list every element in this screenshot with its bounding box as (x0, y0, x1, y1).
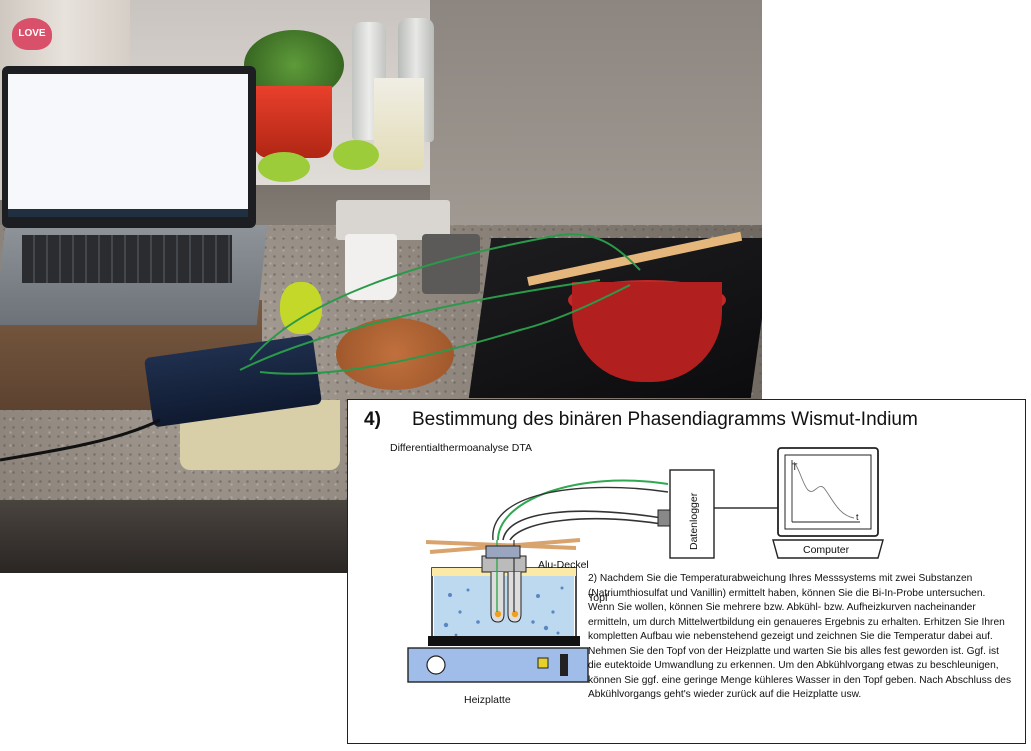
red-flower-pot (254, 86, 332, 158)
red-cooking-pot (572, 282, 722, 382)
white-mug (345, 234, 397, 300)
hotplate-indicator (537, 657, 549, 669)
wire-dark (492, 486, 669, 541)
green-tin (333, 140, 379, 170)
slide-subtitle: Differentialthermoanalyse DTA (390, 442, 533, 454)
drinking-glass (374, 78, 424, 170)
green-tin (258, 152, 310, 182)
laptop-keyboard (22, 235, 232, 283)
datalogger-label: Datenlogger (688, 492, 700, 550)
temperature-curve (793, 461, 855, 519)
hotplate-top (428, 636, 580, 646)
laptop-screen (2, 66, 256, 228)
heizplatte-label: Heizplatte (464, 694, 511, 706)
slide-title: Bestimmung des binären Phasendiagramms W… (412, 409, 918, 430)
instruction-paragraph: 2) Nachdem Sie die Temperaturabweichung … (588, 573, 1012, 700)
thermocouple-wires (0, 233, 641, 462)
datalogger-connector (657, 509, 671, 527)
laptop-taskbar (8, 209, 248, 217)
water-bubbles (443, 586, 564, 637)
axis-t-upper: T (792, 462, 798, 472)
topf-label: Topf (588, 592, 608, 604)
slide-number: 4) (364, 409, 381, 430)
wire-dark (502, 510, 663, 541)
yellow-egg-holder (280, 282, 322, 334)
instruction-slide: 4) Bestimmung des binären Phasendiagramm… (347, 399, 1026, 744)
laptop-display (8, 74, 248, 209)
computer-base (772, 539, 884, 559)
sample-bead (494, 610, 502, 618)
alu-deckel-label: Alu-Deckel (538, 559, 589, 571)
sample-bead (511, 610, 519, 618)
hotplate-switch (560, 654, 568, 676)
datalogger-box (669, 469, 715, 559)
hotplate-knob (426, 655, 446, 675)
computer-label: Computer (803, 544, 850, 556)
kitchen-wall (430, 0, 762, 250)
wire-green (497, 479, 669, 541)
axis-t-lower: t (856, 512, 859, 522)
love-heart-decoration: LOVE (12, 18, 52, 50)
dta-setup-diagram: Datenlogger T t Computer Alu-De (407, 447, 884, 706)
alu-lid (485, 545, 521, 559)
power-sockets (336, 200, 450, 240)
wire-dark (509, 518, 663, 541)
